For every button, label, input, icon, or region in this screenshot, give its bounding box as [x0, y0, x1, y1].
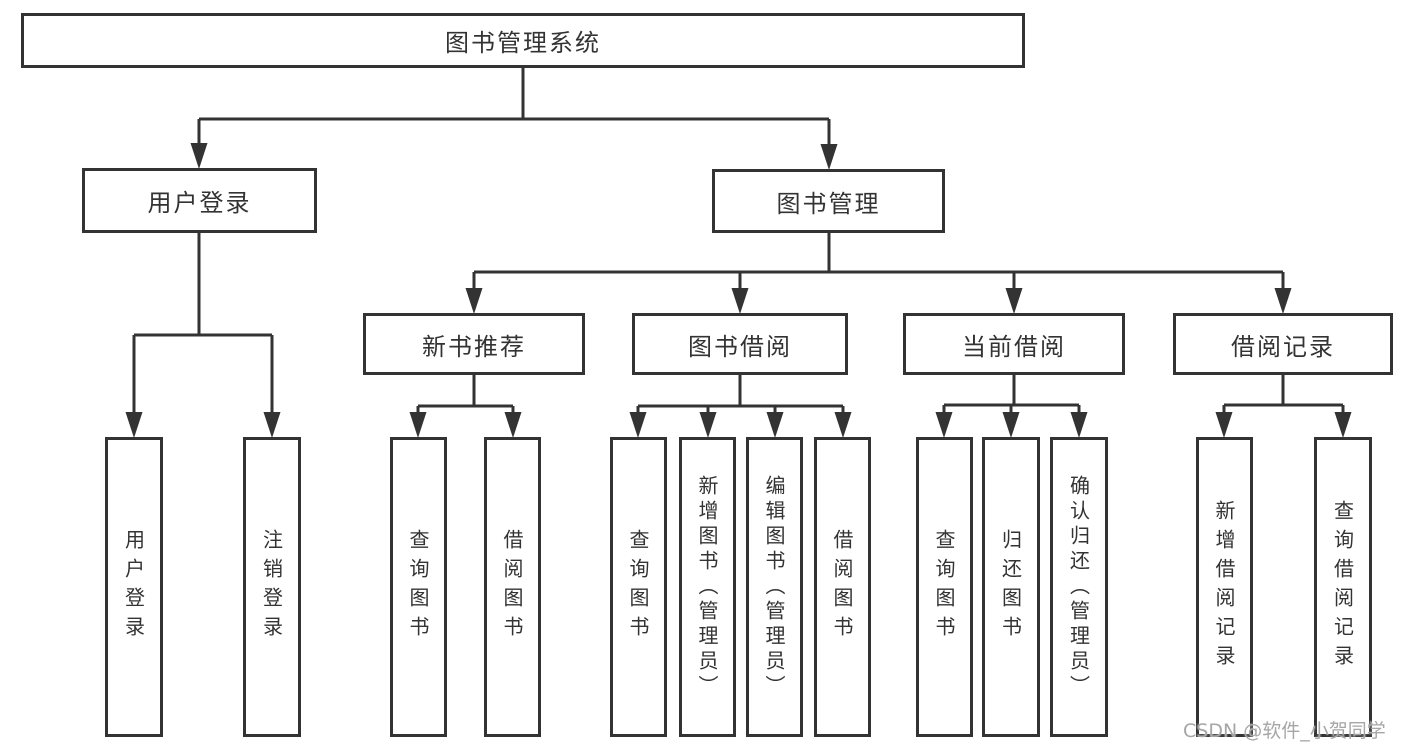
node-user-login-label: 用户登录 [147, 189, 252, 217]
node-root: 图书管理系统 [21, 13, 1025, 68]
leaf-logout-label: 注销登录 [259, 529, 284, 645]
leaf-add-books-admin-label: 新增图书（管理员） [695, 474, 719, 700]
leaf-borrow-books-borrow-label: 借阅图书 [830, 529, 854, 645]
node-current-borrow: 当前借阅 [903, 313, 1125, 375]
node-borrow-records: 借阅记录 [1173, 313, 1393, 375]
leaf-query-books-current-label: 查询图书 [932, 529, 956, 645]
leaf-borrow-books-new-label: 借阅图书 [500, 529, 524, 645]
leaf-edit-books-admin: 编辑图书（管理员） [746, 437, 803, 737]
node-current-borrow-label: 当前借阅 [962, 332, 1066, 361]
node-book-management: 图书管理 [712, 169, 945, 233]
node-book-borrow: 图书借阅 [632, 313, 848, 375]
leaf-add-books-admin: 新增图书（管理员） [679, 437, 736, 737]
leaf-logout: 注销登录 [243, 437, 301, 737]
leaf-user-login: 用户登录 [105, 437, 163, 737]
leaf-confirm-return-admin: 确认归还（管理员） [1050, 437, 1108, 737]
leaf-borrow-books-borrow: 借阅图书 [814, 437, 871, 737]
leaf-query-books-new: 查询图书 [390, 437, 447, 737]
leaf-return-books-label: 归还图书 [998, 529, 1023, 645]
node-new-book-recommend: 新书推荐 [363, 313, 585, 375]
leaf-query-books-borrow-label: 查询图书 [626, 529, 650, 645]
node-borrow-records-label: 借阅记录 [1231, 332, 1335, 361]
leaf-return-books: 归还图书 [982, 437, 1040, 737]
watermark: CSDN @软件_小贺同学 [1183, 720, 1386, 742]
node-user-login: 用户登录 [82, 168, 317, 233]
node-new-book-recommend-label: 新书推荐 [422, 332, 526, 361]
node-root-label: 图书管理系统 [445, 29, 601, 57]
leaf-query-books-new-label: 查询图书 [406, 529, 430, 645]
leaf-confirm-return-admin-label: 确认归还（管理员） [1066, 474, 1091, 700]
leaf-query-borrow-record-label: 查询借阅记录 [1330, 500, 1355, 674]
leaf-add-borrow-record-label: 新增借阅记录 [1212, 500, 1236, 674]
leaf-query-books-borrow: 查询图书 [610, 437, 667, 737]
leaf-borrow-books-new: 借阅图书 [484, 437, 541, 737]
leaf-query-books-current: 查询图书 [916, 437, 973, 737]
leaf-query-borrow-record: 查询借阅记录 [1314, 437, 1372, 737]
leaf-add-borrow-record: 新增借阅记录 [1196, 437, 1253, 737]
leaf-user-login-label: 用户登录 [121, 529, 146, 645]
node-book-borrow-label: 图书借阅 [688, 332, 792, 361]
node-book-management-label: 图书管理 [776, 189, 881, 218]
leaf-edit-books-admin-label: 编辑图书（管理员） [762, 474, 786, 700]
